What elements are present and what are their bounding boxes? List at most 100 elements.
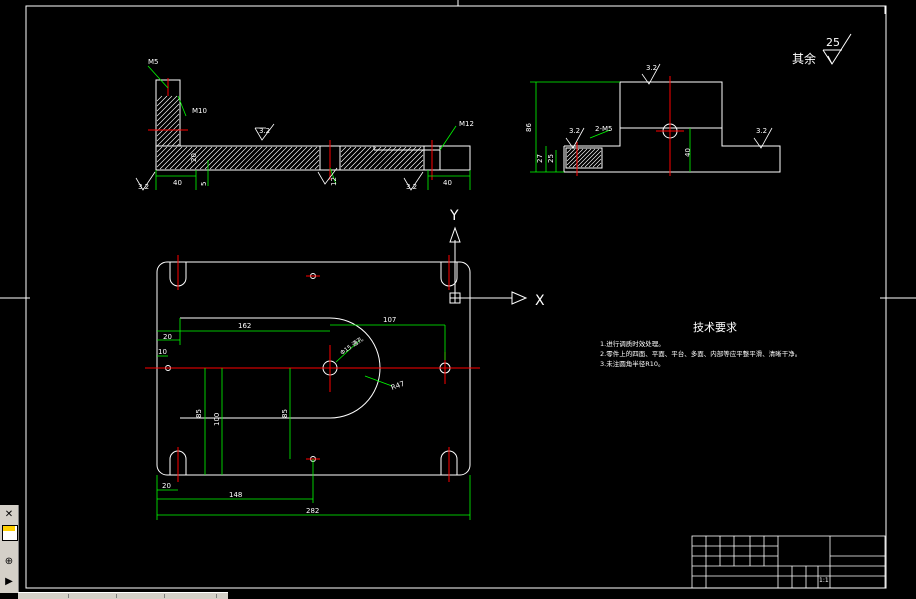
general-roughness-symbol (822, 33, 852, 65)
hatch-line (264, 146, 288, 170)
status-cell-1[interactable] (18, 594, 69, 598)
end-roughness-top: 3.2 (646, 64, 657, 72)
end-view (530, 63, 781, 176)
hatch-line (580, 148, 600, 168)
layout-tabs-strip[interactable] (18, 592, 228, 599)
hatch-line (566, 148, 572, 154)
status-cell-3[interactable] (118, 594, 165, 598)
hatch-line (408, 154, 424, 170)
hatch-line (156, 146, 168, 158)
side-dim-12: 12 (330, 177, 338, 186)
side-section-view (135, 65, 471, 191)
end-dim-25: 25 (547, 154, 555, 163)
hatch-line (234, 146, 258, 170)
status-cell-4[interactable] (166, 594, 217, 598)
hatch-line (284, 146, 308, 170)
layout-tab-icon[interactable]: ▶ (5, 576, 13, 587)
general-roughness-value: 25 (826, 36, 840, 49)
hatch-line (189, 146, 213, 170)
plan-dim-107: 107 (383, 316, 396, 324)
hatch-line (340, 146, 357, 163)
y-axis-label: Y (449, 208, 459, 224)
title-block (691, 535, 886, 589)
plan-dim-85-left: 85 (195, 409, 203, 418)
general-roughness-label: 其余 (792, 51, 816, 66)
title-block-scale: 1:1 (819, 577, 829, 584)
hatch-line (254, 146, 278, 170)
hatch-line (348, 146, 372, 170)
end-dim-40: 40 (684, 148, 692, 157)
side-dim-20: 20 (190, 153, 198, 162)
hatch-line (174, 146, 198, 170)
plan-view (145, 255, 480, 520)
hatch-line (239, 146, 263, 170)
hatch-line (156, 98, 180, 122)
m12-label: M12 (459, 120, 474, 128)
hatch-line (378, 146, 402, 170)
plan-dim-10: 10 (158, 348, 167, 356)
m5-label: M5 (148, 58, 159, 66)
hatch-line (219, 146, 243, 170)
hatch-line (259, 146, 283, 170)
hatch-line (294, 146, 318, 170)
hatch-line (566, 148, 584, 166)
end-thread-label: 2-M5 (595, 125, 612, 133)
hatch-line (184, 146, 208, 170)
hatch-line (304, 154, 320, 170)
close-icon[interactable]: ✕ (4, 509, 14, 520)
hatch-line (176, 143, 180, 147)
hatch-line (179, 146, 203, 170)
end-dim-86: 86 (525, 123, 533, 132)
hatch-line (156, 95, 173, 112)
layer-swatch-icon[interactable] (2, 525, 18, 541)
m10-label: M10 (192, 107, 207, 115)
plan-dim-20-bottom: 20 (162, 482, 171, 490)
hatch-line (388, 146, 412, 170)
hatch-line (568, 148, 588, 168)
hatch-line (166, 133, 180, 147)
hatch-line (576, 148, 596, 168)
hatch-line (161, 128, 180, 147)
hatch-line (398, 146, 422, 170)
hatch-line (249, 146, 273, 170)
hatch-line (588, 154, 602, 168)
side-dim-40-left: 40 (173, 179, 182, 187)
hatch-line (156, 95, 163, 102)
end-roughness-right: 3.2 (756, 127, 767, 135)
hatch-line (592, 158, 602, 168)
plan-dim-162: 162 (238, 322, 251, 330)
section-hatching (156, 95, 424, 170)
end-dim-27: 27 (536, 154, 544, 163)
hatch-line (156, 95, 168, 107)
hatch-line (358, 146, 382, 170)
hatch-line (156, 146, 173, 163)
status-cell-2[interactable] (70, 594, 117, 598)
hatch-line (343, 146, 367, 170)
ucs-icon[interactable] (449, 226, 528, 305)
hatch-line (156, 113, 180, 137)
hatch-line (314, 164, 320, 170)
tool-icon[interactable]: ⊕ (4, 556, 14, 567)
x-axis-label: X (535, 293, 545, 309)
hatch-line (269, 146, 293, 170)
hatch-line (194, 146, 218, 170)
hatch-line (584, 150, 602, 168)
hatch-line (274, 146, 298, 170)
side-roughness-3: 3.2 (406, 183, 417, 191)
hatch-line (156, 146, 178, 168)
hatch-line (566, 148, 576, 158)
hatch-line (340, 146, 352, 158)
side-roughness-2: 3.2 (138, 183, 149, 191)
hatch-line (403, 149, 424, 170)
plan-dim-100: 100 (213, 413, 221, 426)
hatch-line (199, 146, 223, 170)
hatch-line (383, 146, 407, 170)
hatch-line (156, 146, 163, 153)
hatch-line (413, 159, 424, 170)
hatch-line (368, 146, 392, 170)
hatch-line (156, 95, 178, 117)
hatch-line (169, 146, 193, 170)
